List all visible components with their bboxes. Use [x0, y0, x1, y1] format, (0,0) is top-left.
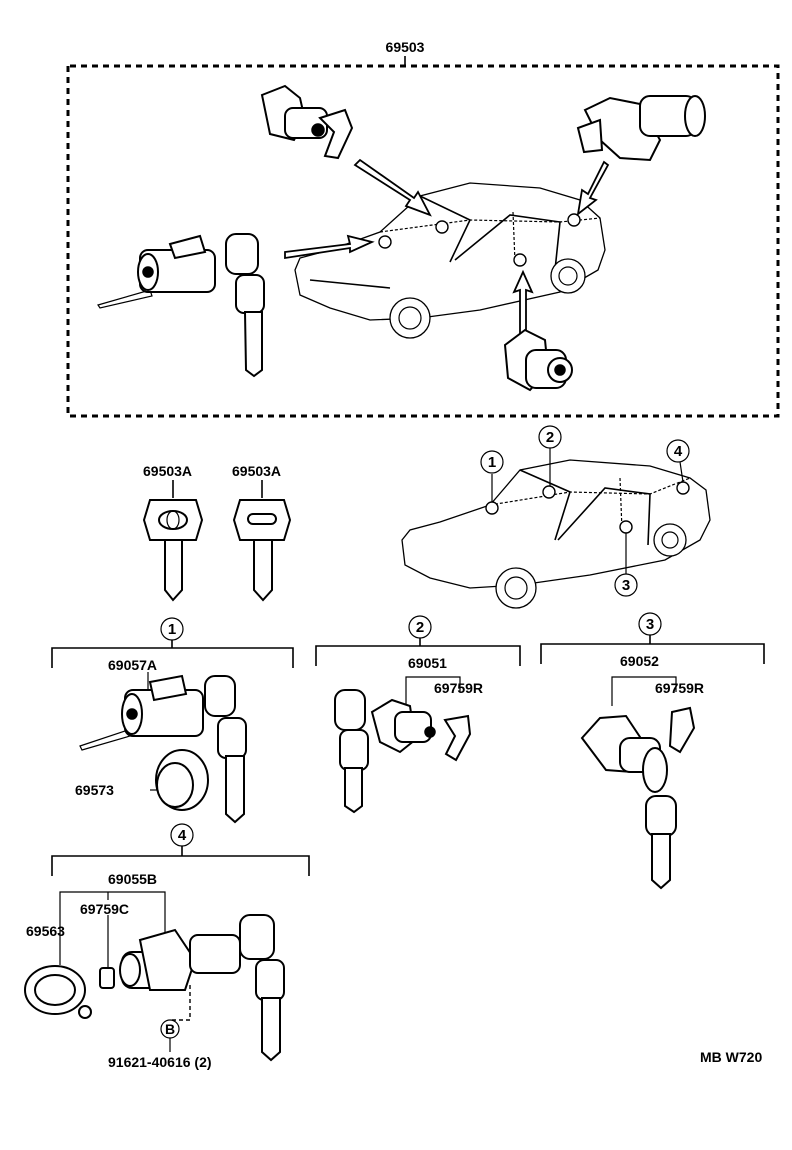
group-1-marker: 1: [160, 617, 184, 641]
luggage-lock-cylinder: [99, 914, 285, 1062]
group-2-lock-label: 69051: [408, 655, 447, 671]
key-right-label: 69503A: [232, 463, 281, 479]
group-2-clip-label: 69759R: [434, 680, 483, 696]
svg-text:2: 2: [416, 619, 424, 636]
trunk-cylinder-top: [503, 328, 573, 392]
callout-leaders: [491, 448, 684, 574]
key-right: [232, 480, 292, 602]
group-4-gasket-label: 69563: [26, 923, 65, 939]
bolt-label: 91621-40616 (2): [108, 1054, 212, 1070]
bolt-marker: B: [160, 1019, 180, 1039]
door-lock-top-left: [260, 84, 354, 160]
figure-code: MB W720: [700, 1049, 762, 1065]
car-illustration-bottom: [401, 459, 711, 609]
callout-3: 3: [614, 573, 638, 597]
group-4-lock-label: 69055B: [108, 871, 157, 887]
svg-text:3: 3: [646, 616, 654, 633]
assembly-frame: [66, 56, 780, 418]
car-illustration-top: [294, 182, 606, 339]
svg-text:4: 4: [178, 827, 187, 844]
luggage-gasket: [24, 965, 92, 1019]
svg-text:4: 4: [674, 443, 683, 460]
group-4-clip-label: 69759C: [80, 901, 129, 917]
callout-2: 2: [538, 425, 562, 449]
ignition-ring: [155, 749, 209, 811]
group-3-clip-label: 69759R: [655, 680, 704, 696]
group-3-bracket: [540, 635, 765, 706]
callout-4: 4: [666, 439, 690, 463]
group-2-bracket: [315, 638, 521, 710]
callout-1: 1: [480, 450, 504, 474]
front-door-lock-cylinder-left: [334, 689, 472, 814]
group-3-marker: 3: [638, 612, 662, 636]
key-left: [142, 480, 204, 602]
svg-text:B: B: [165, 1021, 175, 1037]
group-3-lock-label: 69052: [620, 653, 659, 669]
door-lock-top-right: [576, 95, 706, 162]
ignition-lock-top: [97, 233, 265, 378]
svg-text:1: 1: [488, 454, 496, 471]
rear-door-lock-cylinder-right: [580, 706, 696, 890]
svg-text:1: 1: [168, 621, 176, 638]
svg-text:2: 2: [546, 429, 554, 446]
ignition-lock-cylinder: [79, 674, 247, 824]
group-4-marker: 4: [170, 823, 194, 847]
group-2-marker: 2: [408, 615, 432, 639]
assembly-number: 69503: [386, 39, 425, 55]
key-left-label: 69503A: [143, 463, 192, 479]
group-1-ring-label: 69573: [75, 782, 114, 798]
svg-text:3: 3: [622, 577, 630, 594]
group-4-bracket: [51, 846, 310, 1052]
group-1-lock-label: 69057A: [108, 657, 157, 673]
